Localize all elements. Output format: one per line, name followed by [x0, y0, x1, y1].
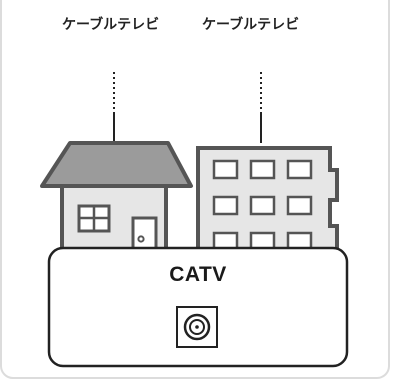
- apartment-windows: [212, 159, 313, 252]
- catv-title: CATV: [169, 263, 227, 286]
- coaxial-port-icon: [176, 306, 218, 348]
- house-label: ケーブルテレビ: [62, 17, 160, 33]
- apartment-building-icon: [196, 146, 339, 260]
- house-window: [77, 204, 111, 233]
- house-icon: [40, 141, 193, 260]
- apartment-label: ケーブルテレビ: [202, 17, 300, 33]
